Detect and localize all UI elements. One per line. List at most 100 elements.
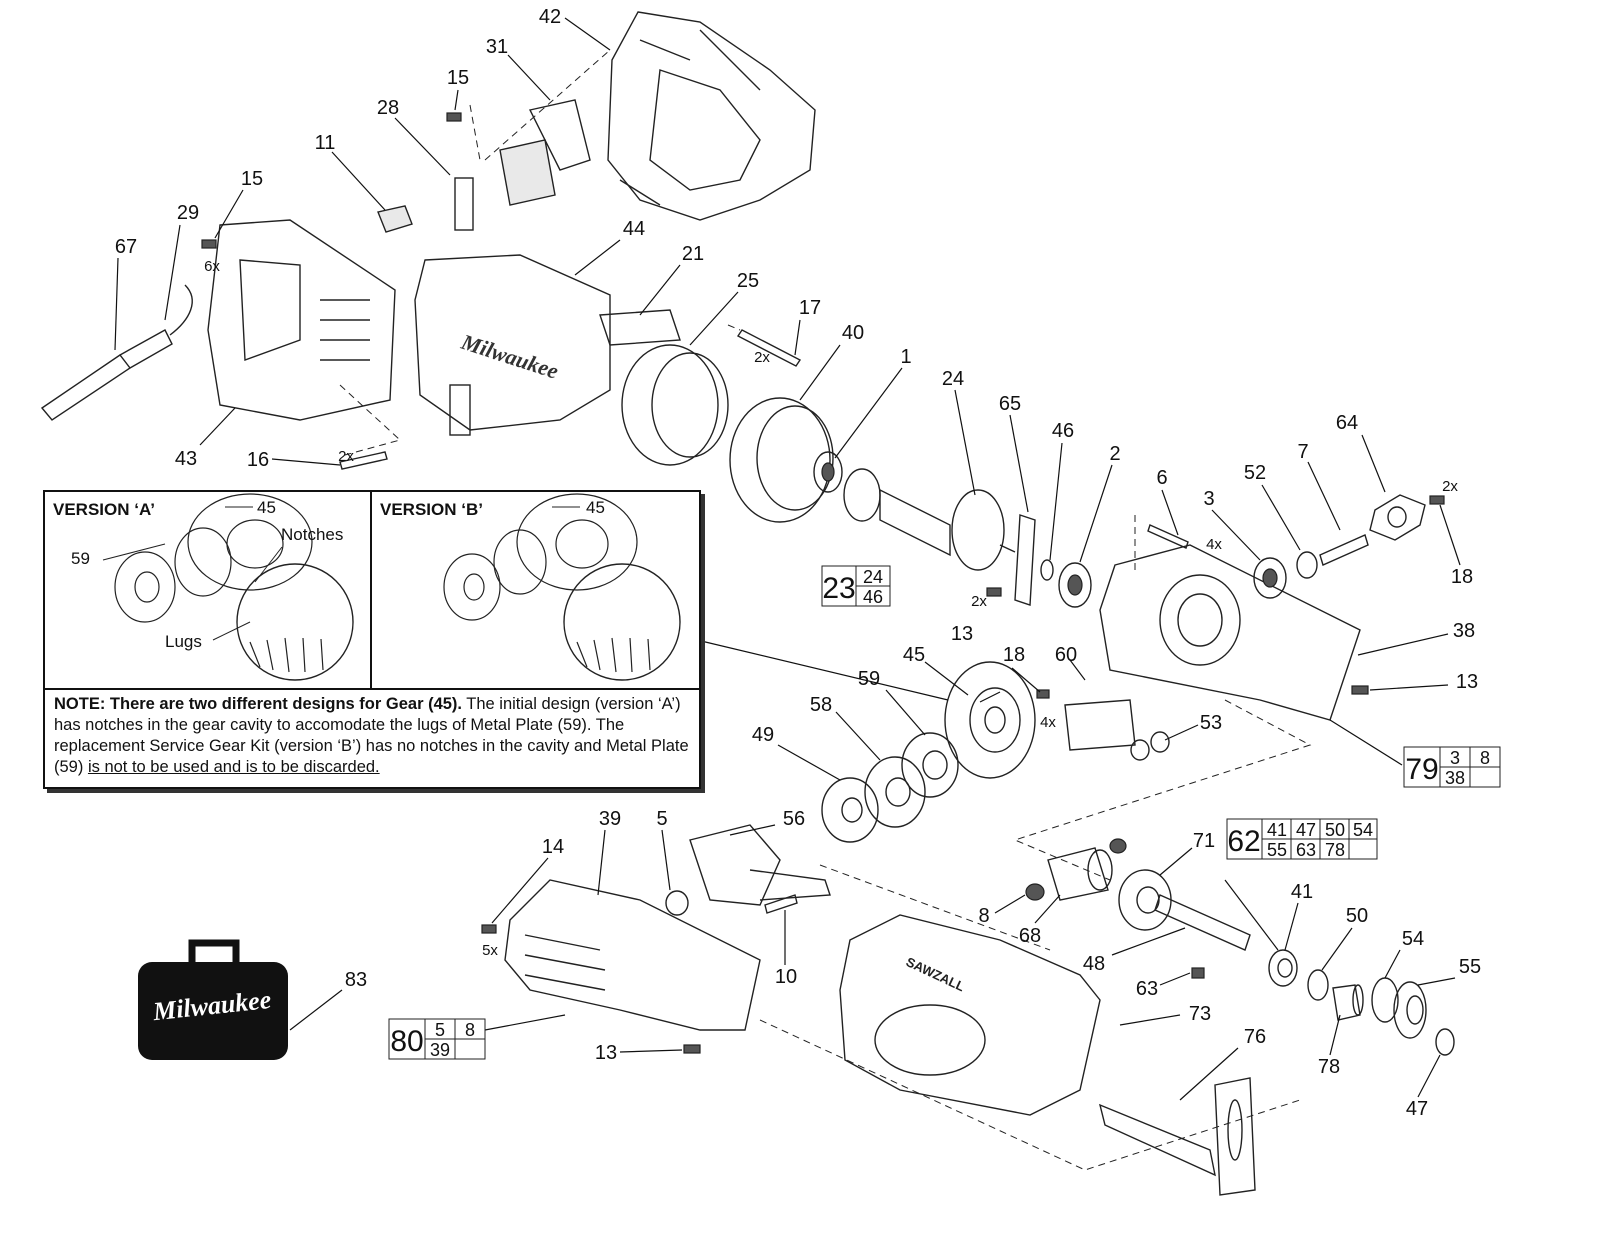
callout-54: 54 — [1402, 928, 1424, 950]
note-bold: NOTE: There are two different designs fo… — [54, 695, 462, 713]
part-14-screw — [481, 924, 497, 934]
callout-13-mid: 13 — [951, 623, 973, 645]
part-28-brush — [454, 177, 474, 231]
kit-62-item: 50 — [1325, 820, 1345, 840]
part-53-roller — [1130, 739, 1150, 761]
qty-14-5x: 5x — [482, 942, 498, 959]
part-43-handle — [207, 219, 396, 421]
kit-79-item: 38 — [1445, 768, 1465, 788]
version-a-notches-label: Notches — [281, 525, 344, 544]
callout-49: 49 — [752, 724, 774, 746]
qty-6-4x: 4x — [1206, 536, 1222, 553]
quantity-markers: 6x 2x 2x 2x 4x 2x 4x 5x — [204, 258, 1458, 959]
callout-65: 65 — [999, 393, 1021, 415]
part-16-screw — [339, 451, 388, 470]
callout-39: 39 — [599, 808, 621, 830]
qty-15-6x: 6x — [204, 258, 220, 275]
callout-68: 68 — [1019, 925, 1041, 947]
part-15-screw-2 — [201, 239, 217, 249]
part-48-shaft — [1154, 894, 1251, 951]
part-64-plate — [1369, 494, 1426, 541]
kit-62-item: 54 — [1353, 820, 1373, 840]
callout-52: 52 — [1244, 462, 1266, 484]
part-6-screw — [1147, 524, 1189, 549]
version-b-title: VERSION ‘B’ — [380, 500, 483, 519]
callout-10: 10 — [775, 966, 797, 988]
callout-73: 73 — [1189, 1003, 1211, 1025]
kit-23-item: 46 — [863, 587, 883, 607]
part-44-motor-housing: Milwaukee — [414, 254, 611, 436]
callout-71: 71 — [1193, 830, 1215, 852]
part-68-bearing-holder — [1047, 847, 1113, 901]
callout-83: 83 — [345, 969, 367, 991]
part-5-bushing — [665, 890, 689, 916]
qty-18-4x: 4x — [1040, 714, 1056, 731]
version-a-gear-label: 45 — [257, 498, 276, 517]
kit-23-item: 24 — [863, 567, 883, 587]
callout-18-b: 18 — [1003, 644, 1025, 666]
part-52-bushing — [1296, 551, 1318, 579]
version-a-plate-label: 59 — [71, 549, 90, 568]
callout-40: 40 — [842, 322, 864, 344]
callout-24: 24 — [942, 368, 964, 390]
callout-1: 1 — [900, 346, 911, 368]
callout-53: 53 — [1200, 712, 1222, 734]
part-50-spring — [1307, 969, 1329, 1001]
kit-23-main: 23 — [822, 572, 855, 605]
part-2-bearing — [1058, 562, 1092, 608]
part-10-pin — [764, 894, 798, 914]
callout-18: 18 — [1451, 566, 1473, 588]
callout-56: 56 — [783, 808, 805, 830]
callout-13-right: 13 — [1456, 671, 1478, 693]
callout-11: 11 — [315, 132, 336, 154]
part-42-handle-housing — [607, 11, 816, 221]
part-1-bearing — [813, 451, 843, 493]
callout-55: 55 — [1459, 956, 1481, 978]
part-83-carrying-case: Milwaukee — [138, 939, 288, 1060]
kit-80-main: 80 — [390, 1025, 423, 1058]
callout-46: 46 — [1052, 420, 1074, 442]
callout-42: 42 — [539, 6, 561, 28]
callout-63: 63 — [1136, 978, 1158, 1000]
part-39-nose-cover — [504, 879, 761, 1031]
leader-lines — [114, 17, 1461, 1101]
callout-17: 17 — [799, 297, 821, 319]
part-18-screw — [1429, 495, 1445, 505]
callout-15-b: 15 — [241, 168, 263, 190]
version-b-illustration — [443, 493, 681, 681]
version-b-panel: VERSION ‘B’ 45 — [372, 492, 699, 690]
part-8-screw-2 — [1109, 838, 1127, 854]
kit-62-item: 41 — [1267, 820, 1287, 840]
kit-79-item: 8 — [1480, 748, 1490, 768]
qty-17-2x: 2x — [754, 349, 770, 366]
qty-18-2x: 2x — [1442, 478, 1458, 495]
callout-50: 50 — [1346, 905, 1368, 927]
kit-62-item: 63 — [1296, 840, 1316, 860]
gear-note-text: NOTE: There are two different designs fo… — [54, 694, 694, 778]
callout-numbers: 42 31 15 28 11 15 29 67 44 21 25 17 40 1… — [115, 6, 1481, 1120]
kit-62-item: 47 — [1296, 820, 1316, 840]
callout-31: 31 — [486, 36, 508, 58]
qty-16-2x: 2x — [338, 448, 354, 465]
part-67-cord — [40, 284, 193, 421]
callout-28: 28 — [377, 97, 399, 119]
callout-41: 41 — [1291, 881, 1313, 903]
part-53-roller-2 — [1150, 731, 1170, 753]
callout-64: 64 — [1336, 412, 1358, 434]
part-13-screw-3 — [683, 1044, 701, 1054]
part-13-screw-2 — [1351, 685, 1369, 695]
gear-version-note-box: VERSION ‘A’ 45 59 Notches Lugs VERSION ‘… — [43, 490, 701, 789]
callout-38: 38 — [1453, 620, 1475, 642]
version-a-title: VERSION ‘A’ — [53, 500, 156, 519]
callout-29: 29 — [177, 202, 199, 224]
callout-58: 58 — [810, 694, 832, 716]
part-76-shoe — [1098, 1077, 1256, 1196]
kit-62-item: 78 — [1325, 840, 1345, 860]
part-58-washer — [864, 756, 926, 828]
part-38-gear-case — [1099, 544, 1361, 721]
kit-79-main: 79 — [1405, 753, 1438, 786]
callout-60: 60 — [1055, 644, 1077, 666]
note-underline: is not to be used and is to be discarded… — [87, 758, 380, 776]
callout-59: 59 — [858, 668, 880, 690]
callout-5: 5 — [656, 808, 667, 830]
